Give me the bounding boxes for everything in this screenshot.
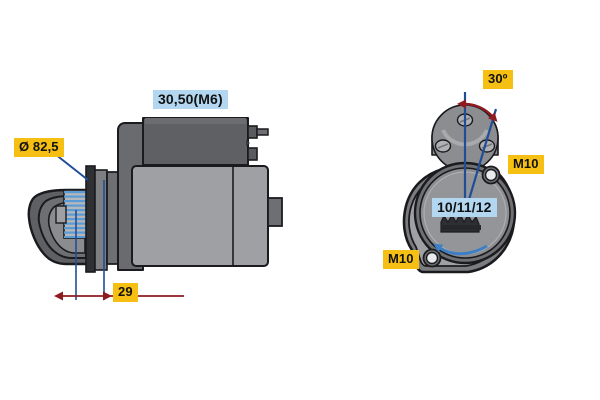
callout-terminal-thread: 30,50(M6) [153, 90, 228, 109]
starter-end-view [402, 92, 517, 274]
bolt-hole-upper [481, 165, 501, 185]
terminal-stud-50 [247, 147, 258, 161]
mounting-flange [402, 161, 517, 274]
solenoid [142, 117, 269, 166]
flange-collar [94, 169, 108, 271]
callout-diameter: Ø 82,5 [14, 138, 64, 157]
terminal-stud-30 [247, 125, 269, 139]
angle-dimension-arc [457, 99, 498, 122]
pinion-end-face [440, 212, 481, 233]
callout-pinion-offset: 29 [113, 283, 138, 302]
motor-housing [131, 165, 283, 267]
starter-side-view [27, 117, 283, 301]
bolt-hole-lower [422, 248, 442, 268]
commutator-end-cap [267, 197, 283, 227]
callout-pinion-teeth: 10/11/12 [432, 198, 497, 217]
callout-bolt-thread-lower: M10 [383, 250, 419, 269]
reference-axis-angled [463, 108, 498, 214]
mounting-flange-plate [85, 165, 96, 273]
leader-line-diameter [54, 153, 89, 181]
callout-mounting-angle: 30º [483, 70, 513, 89]
callout-bolt-thread-upper: M10 [508, 155, 544, 174]
rotation-direction-arrow [433, 243, 488, 256]
